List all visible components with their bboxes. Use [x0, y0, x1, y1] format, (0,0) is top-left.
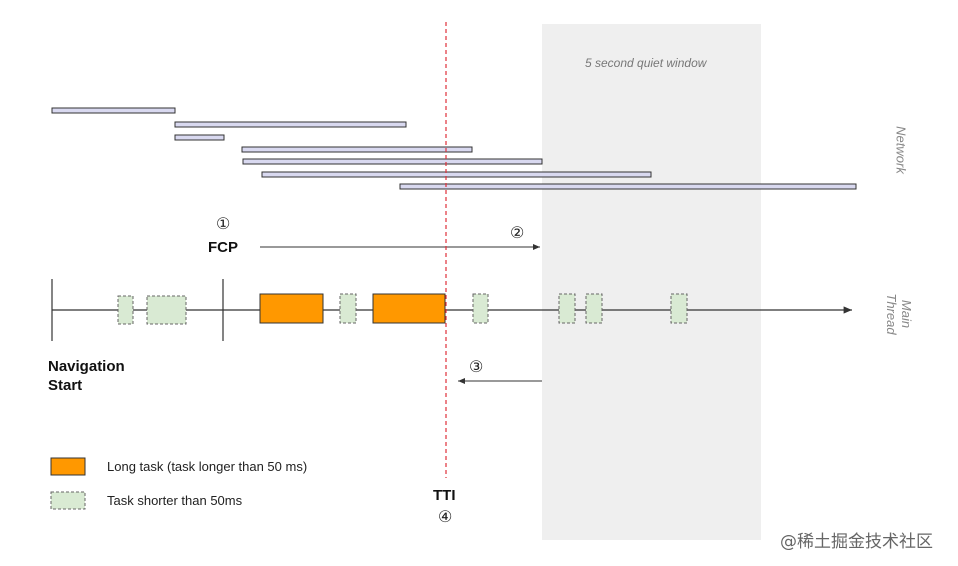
- legend-long-task-swatch: [50, 457, 86, 476]
- network-request-bar: [241, 146, 473, 153]
- network-request-bar: [399, 183, 857, 190]
- network-request-bar: [261, 171, 652, 178]
- legend-long-task-label: Long task (task longer than 50 ms): [107, 459, 308, 474]
- watermark: @稀土掘金技术社区: [780, 532, 933, 552]
- network-request-bar: [51, 107, 176, 114]
- step-2-marker: ②: [510, 225, 525, 242]
- quiet-window-label: 5 second quiet window: [585, 56, 707, 70]
- main-thread-label-text: Main Thread: [884, 293, 914, 335]
- fcp-step-marker: ①: [216, 216, 231, 233]
- main-thread-label: Main Thread: [884, 284, 914, 344]
- short-task: [585, 293, 603, 324]
- network-request-bar: [242, 158, 543, 165]
- tti-step-marker: ④: [438, 509, 453, 526]
- navigation-start-line-1: Navigation: [48, 358, 125, 375]
- navigation-start-line-2: Start: [48, 377, 83, 394]
- network-label: Network: [893, 126, 909, 174]
- network-requests: [51, 107, 857, 190]
- long-tasks: [259, 293, 446, 324]
- short-task: [472, 293, 489, 324]
- network-request-bar: [174, 121, 407, 128]
- long-task: [372, 293, 446, 324]
- short-tasks: [117, 293, 688, 325]
- navigation-start-label: Navigation Start: [48, 357, 125, 395]
- short-task: [117, 295, 134, 325]
- fcp-label: FCP: [208, 239, 238, 256]
- legend-short-task-label: Task shorter than 50ms: [107, 493, 243, 508]
- short-task: [146, 295, 187, 325]
- step-3-marker: ③: [469, 359, 484, 376]
- network-request-bar: [174, 134, 225, 141]
- quiet-window-region: [542, 24, 761, 540]
- short-task: [558, 293, 576, 324]
- short-task: [339, 293, 357, 324]
- long-task: [259, 293, 324, 324]
- legend-short-task-swatch: [50, 491, 86, 510]
- short-task: [670, 293, 688, 324]
- tti-label: TTI: [433, 487, 456, 504]
